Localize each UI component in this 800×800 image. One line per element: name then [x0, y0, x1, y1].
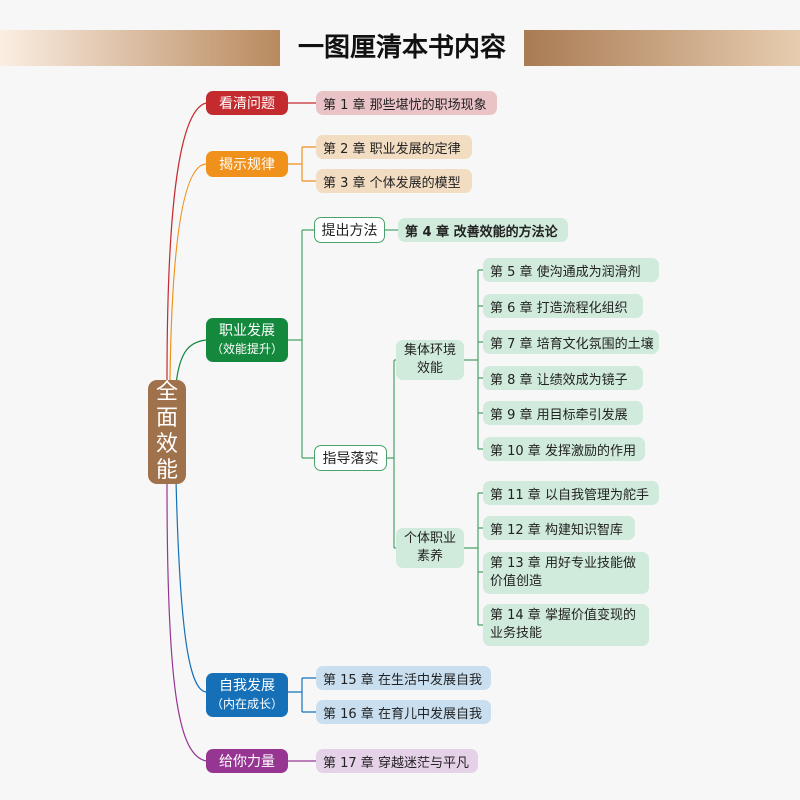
- chapter-16: 第 16 章 在育儿中发展自我: [316, 700, 491, 724]
- chapter-5: 第 5 章 使沟通成为润滑剂: [483, 258, 659, 282]
- root-char: 全: [155, 380, 178, 405]
- chapter-8: 第 8 章 让绩效成为镜子: [483, 366, 643, 390]
- section-zhiye: 职业发展 （效能提升）: [206, 318, 288, 362]
- node-practice: 指导落实: [314, 445, 387, 471]
- root-char: 效: [155, 432, 178, 457]
- root-node: 全面效能: [148, 380, 186, 484]
- section-ziwo: 自我发展 （内在成长）: [206, 673, 288, 717]
- group-collective: 集体环境效能: [396, 340, 464, 380]
- title-bar-left: [0, 30, 280, 66]
- chapter-10: 第 10 章 发挥激励的作用: [483, 437, 645, 461]
- chapter-4: 第 4 章 改善效能的方法论: [398, 218, 568, 242]
- chapter-14: 第 14 章 掌握价值变现的业务技能: [483, 604, 649, 646]
- title-bar-right: [524, 30, 800, 66]
- chapter-13: 第 13 章 用好专业技能做价值创造: [483, 552, 649, 594]
- root-char: 面: [155, 406, 178, 431]
- chapter-1: 第 1 章 那些堪忧的职场现象: [316, 91, 497, 115]
- root-char: 能: [155, 458, 178, 483]
- chapter-6: 第 6 章 打造流程化组织: [483, 294, 643, 318]
- section-label: 看清问题: [219, 96, 275, 112]
- chapter-12: 第 12 章 构建知识智库: [483, 516, 635, 540]
- section-label: 给你力量: [219, 754, 275, 770]
- group-label: 个体职业素养: [403, 531, 456, 564]
- group-label: 集体环境效能: [403, 343, 456, 376]
- section-label: 自我发展: [219, 678, 275, 694]
- chapter-17: 第 17 章 穿越迷茫与平凡: [316, 749, 478, 773]
- chapter-15: 第 15 章 在生活中发展自我: [316, 666, 491, 690]
- page-title: 一图厘清本书内容: [297, 33, 506, 63]
- section-sublabel: （效能提升）: [211, 342, 284, 356]
- section-label: 揭示规律: [219, 157, 275, 173]
- section-sublabel: （内在成长）: [211, 697, 284, 711]
- chapter-9: 第 9 章 用目标牵引发展: [483, 401, 643, 425]
- chapter-7: 第 7 章 培育文化氛围的土壤: [483, 330, 659, 354]
- section-jieshi: 揭示规律: [206, 151, 288, 177]
- chapter-2: 第 2 章 职业发展的定律: [316, 135, 472, 159]
- section-liliang: 给你力量: [206, 749, 288, 773]
- node-methods: 提出方法: [314, 217, 385, 243]
- group-individual: 个体职业素养: [396, 528, 464, 568]
- section-label: 职业发展: [219, 323, 275, 339]
- chapter-11: 第 11 章 以自我管理为舵手: [483, 481, 659, 505]
- chapter-3: 第 3 章 个体发展的模型: [316, 169, 472, 193]
- section-kanqing: 看清问题: [206, 91, 288, 115]
